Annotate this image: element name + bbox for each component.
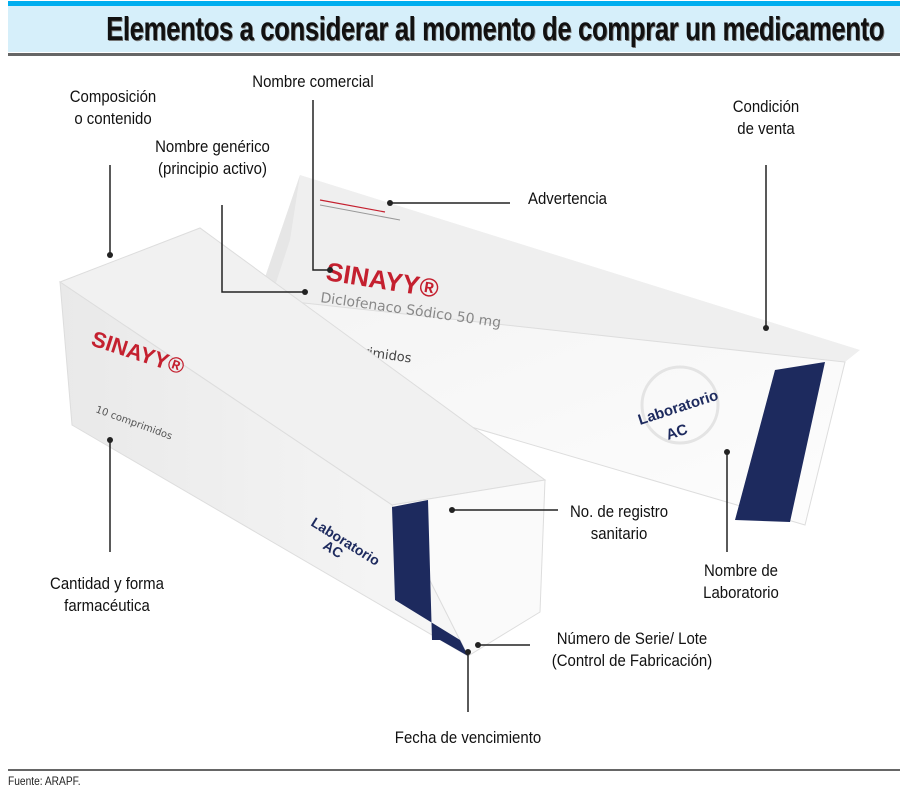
label-serie-lote: Número de Serie/ Lote (Control de Fabric… [535,628,729,672]
title-bar: Elementos a considerar al momento de com… [8,6,900,52]
footer-divider [8,769,900,771]
back-box-lab-line2: AC [664,421,690,444]
label-line: Advertencia [527,189,608,208]
back-box-caduceus-watermark [640,365,720,445]
label-registro-sanitario: No. de registro sanitario [563,501,675,545]
label-line: farmacéutica [64,596,150,615]
label-advertencia: Advertencia [517,188,618,210]
label-line: de venta [737,119,795,138]
warning-text-mark [319,199,386,213]
label-line: (principio activo) [158,159,267,178]
leader-nombre-comercial [312,100,330,271]
label-nombre-laboratorio: Nombre de Laboratorio [689,560,793,604]
label-line: Nombre genérico [155,137,270,156]
label-line: Condición [732,97,800,116]
label-nombre-comercial: Nombre comercial [238,71,388,93]
front-box-navy-stripe [392,500,468,656]
label-line: Fecha de vencimiento [394,728,542,747]
leader-dots [107,200,769,655]
label-line: Nombre comercial [252,72,374,91]
label-line: Nombre de [703,561,779,580]
label-condicion-venta: Condición de venta [717,96,816,140]
label-line: (Control de Fabricación) [551,651,713,670]
back-box-top-edge [258,175,860,362]
label-line: Composición [69,87,157,106]
label-nombre-generico: Nombre genérico (principio activo) [140,136,285,180]
label-composicion: Composición o contenido [56,86,170,130]
label-line: Cantidad y forma [50,574,164,593]
label-fecha-vencimiento: Fecha de vencimiento [380,727,556,749]
label-cantidad-forma: Cantidad y forma farmacéutica [45,573,170,617]
title-divider [8,53,900,56]
front-medicine-box: SINAYY® 10 comprimidos Laboratorio AC [58,227,547,658]
leader-nombre-generico [221,205,305,293]
warning-text-mark-2 [319,204,401,221]
leader-lines [109,100,767,712]
back-medicine-box: SINAYY® Diclofenaco Sódico 50 mg 10 comp… [249,175,860,526]
front-box-end-face [391,479,546,657]
page-title: Elementos a considerar al momento de com… [106,10,885,47]
source-note: Fuente: ARAPF. [8,774,81,788]
label-line: Laboratorio [703,583,779,602]
back-box-navy-stripe [735,362,825,522]
label-line: o contenido [74,109,152,128]
label-line: sanitario [590,524,648,543]
label-line: Número de Serie/ Lote [556,629,708,648]
label-line: No. de registro [569,502,669,521]
top-accent-strip [8,1,900,6]
